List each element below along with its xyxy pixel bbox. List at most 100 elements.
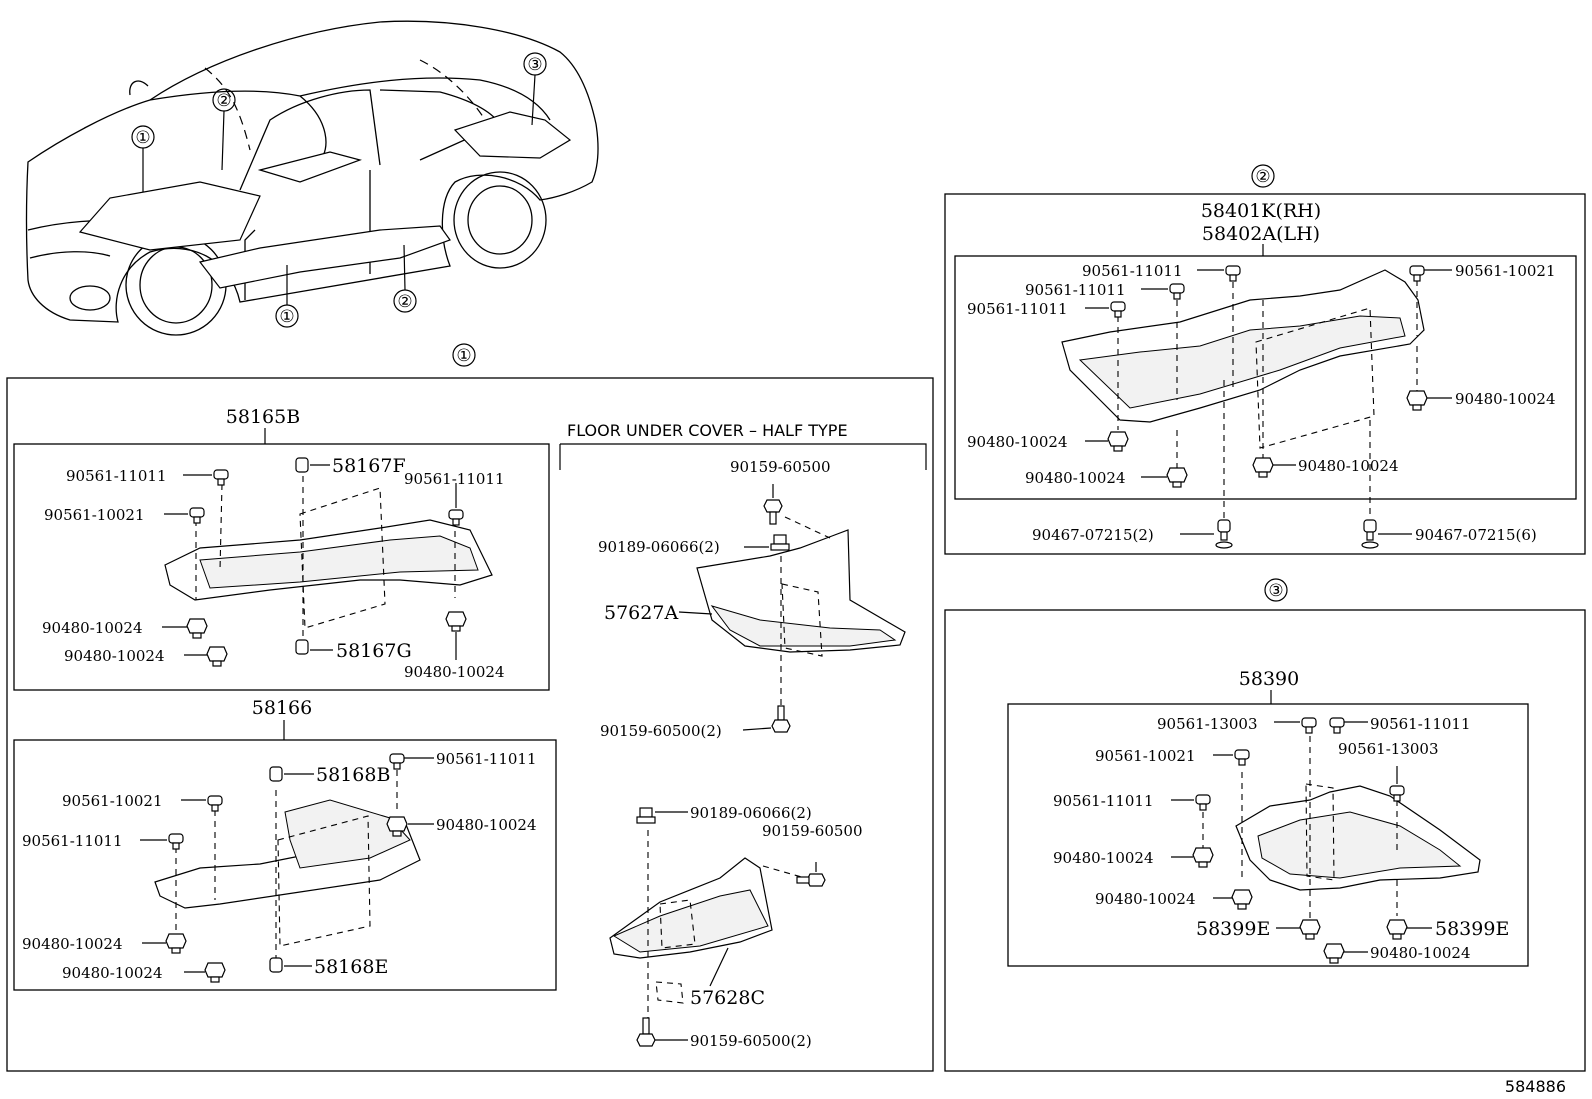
fastener bbox=[389, 753, 405, 770]
group-58166-title: 58166 bbox=[252, 697, 312, 719]
fastener bbox=[1234, 749, 1250, 766]
fastener bbox=[189, 507, 205, 524]
section-3-marker: ③ bbox=[1268, 581, 1283, 601]
fastener bbox=[295, 639, 309, 655]
label-58399e: 58399E bbox=[1435, 918, 1509, 940]
fastener bbox=[1107, 431, 1129, 452]
fastener bbox=[1195, 794, 1211, 811]
label-90480-10024: 90480-10024 bbox=[62, 964, 163, 982]
half-type-caption: FLOOR UNDER COVER – HALF TYPE bbox=[567, 421, 848, 440]
label-90480-10024: 90480-10024 bbox=[1298, 457, 1399, 475]
label-90467-07215-6: 90467-07215(6) bbox=[1415, 526, 1537, 544]
section-1: ① 58165B 90561-11011 90561-10021 58167F … bbox=[6, 343, 934, 1072]
section-1-marker: ① bbox=[456, 346, 471, 366]
label-90159-60500-2: 90159-60500(2) bbox=[690, 1032, 812, 1050]
fastener bbox=[1389, 785, 1405, 802]
diagram-reference-number: 584886 bbox=[1505, 1077, 1566, 1096]
label-90561-11011: 90561-11011 bbox=[1053, 792, 1154, 810]
label-90561-11011: 90561-11011 bbox=[967, 300, 1068, 318]
group-58402a-title: 58402A(LH) bbox=[1202, 223, 1320, 245]
label-90480-10024: 90480-10024 bbox=[42, 619, 143, 637]
label-57628c: 57628C bbox=[690, 987, 765, 1009]
label-58399e: 58399E bbox=[1196, 918, 1270, 940]
fastener bbox=[448, 509, 464, 526]
car-callout-3: ③ bbox=[527, 55, 542, 75]
fastener bbox=[269, 766, 283, 782]
label-90561-10021: 90561-10021 bbox=[1455, 262, 1556, 280]
fastener bbox=[1252, 457, 1274, 478]
fastener bbox=[269, 957, 283, 973]
label-90561-10021: 90561-10021 bbox=[44, 506, 145, 524]
fastener bbox=[295, 457, 309, 473]
label-90480-10024: 90480-10024 bbox=[1095, 890, 1196, 908]
fastener bbox=[1406, 390, 1428, 411]
fastener bbox=[1192, 847, 1214, 868]
car-callout-2-lower: ② bbox=[397, 292, 412, 312]
label-58167f: 58167F bbox=[332, 455, 406, 477]
label-90480-10024: 90480-10024 bbox=[404, 663, 505, 681]
fastener bbox=[763, 499, 783, 525]
label-90561-11011: 90561-11011 bbox=[1370, 715, 1471, 733]
label-90561-11011: 90561-11011 bbox=[66, 467, 167, 485]
group-58390-title: 58390 bbox=[1239, 668, 1299, 690]
fastener bbox=[1409, 265, 1425, 282]
fastener bbox=[186, 618, 208, 639]
label-90189-06066-2: 90189-06066(2) bbox=[690, 804, 812, 822]
label-90480-10024: 90480-10024 bbox=[967, 433, 1068, 451]
fastener bbox=[1386, 919, 1408, 940]
fastener bbox=[771, 705, 791, 733]
fastener bbox=[636, 1017, 656, 1047]
label-58168e: 58168E bbox=[314, 956, 388, 978]
label-90189-06066-2: 90189-06066(2) bbox=[598, 538, 720, 556]
fastener bbox=[206, 646, 228, 667]
fastener bbox=[1169, 283, 1185, 300]
group-58401k-title: 58401K(RH) bbox=[1201, 200, 1321, 222]
label-90480-10024: 90480-10024 bbox=[436, 816, 537, 834]
label-90159-60500: 90159-60500 bbox=[730, 458, 831, 476]
label-90561-11011: 90561-11011 bbox=[1082, 262, 1183, 280]
label-90561-10021: 90561-10021 bbox=[62, 792, 163, 810]
fastener bbox=[770, 534, 790, 551]
label-58167g: 58167G bbox=[336, 640, 412, 662]
label-90480-10024: 90480-10024 bbox=[22, 935, 123, 953]
fastener bbox=[1323, 943, 1345, 964]
fastener bbox=[1225, 265, 1241, 282]
label-90561-11011: 90561-11011 bbox=[404, 470, 505, 488]
label-58168b: 58168B bbox=[316, 764, 390, 786]
fastener bbox=[207, 795, 223, 812]
fastener bbox=[636, 807, 656, 824]
fastener bbox=[168, 833, 184, 850]
label-90480-10024: 90480-10024 bbox=[1025, 469, 1126, 487]
label-90561-13003: 90561-13003 bbox=[1338, 740, 1439, 758]
section-2: ② 58401K(RH) 58402A(LH) bbox=[944, 164, 1586, 555]
car-overview: ① ② ③ ① ② bbox=[25, 20, 599, 336]
label-90467-07215-2: 90467-07215(2) bbox=[1032, 526, 1154, 544]
fastener bbox=[1299, 919, 1321, 940]
fastener bbox=[1301, 717, 1317, 734]
car-callout-1-upper: ① bbox=[135, 128, 150, 148]
fastener bbox=[386, 816, 408, 837]
fastener bbox=[1231, 889, 1253, 910]
fastener bbox=[445, 611, 467, 632]
fastener bbox=[796, 873, 826, 887]
label-90561-11011: 90561-11011 bbox=[22, 832, 123, 850]
label-90480-10024: 90480-10024 bbox=[1370, 944, 1471, 962]
fastener bbox=[1361, 519, 1379, 549]
fastener bbox=[1166, 467, 1188, 488]
label-90480-10024: 90480-10024 bbox=[1053, 849, 1154, 867]
car-callout-1-lower: ① bbox=[279, 307, 294, 327]
fastener bbox=[1215, 519, 1233, 549]
label-90561-11011: 90561-11011 bbox=[1025, 281, 1126, 299]
car-callout-2-upper: ② bbox=[216, 91, 231, 111]
label-57627a: 57627A bbox=[604, 602, 678, 624]
label-90561-11011: 90561-11011 bbox=[436, 750, 537, 768]
label-90159-60500: 90159-60500 bbox=[762, 822, 863, 840]
fastener bbox=[165, 933, 187, 954]
section-3: ③ 58390 90561-13003 90561-110 bbox=[944, 578, 1586, 1072]
label-90561-10021: 90561-10021 bbox=[1095, 747, 1196, 765]
group-58165b-title: 58165B bbox=[226, 406, 300, 428]
fastener bbox=[204, 962, 226, 983]
fastener bbox=[1329, 717, 1345, 734]
label-90561-13003: 90561-13003 bbox=[1157, 715, 1258, 733]
